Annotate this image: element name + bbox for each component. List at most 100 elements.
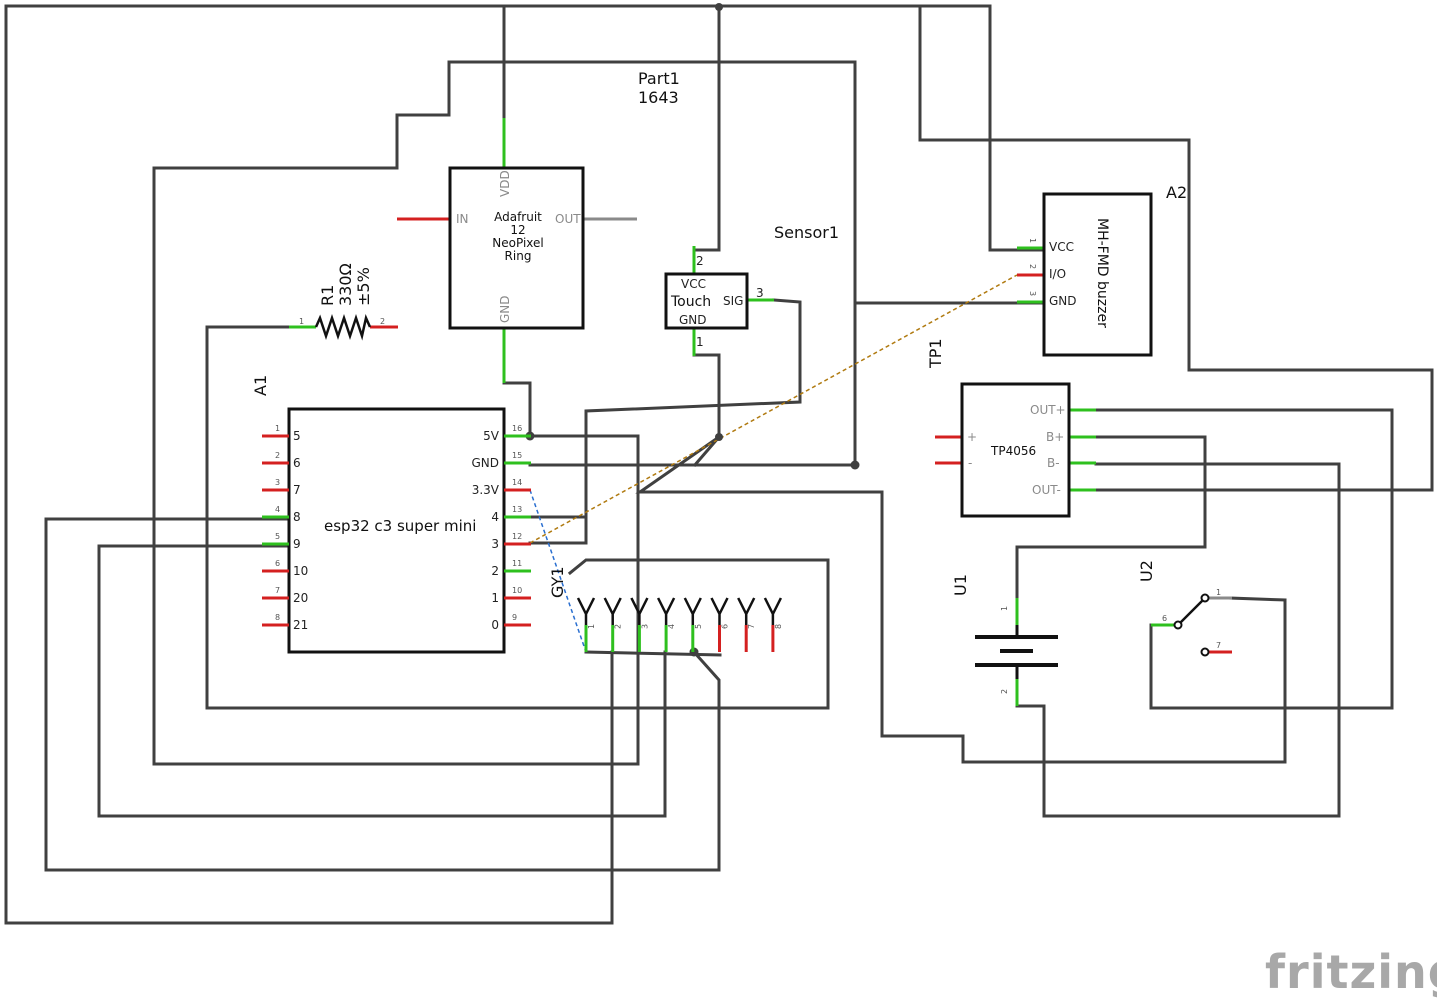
touch-name: Touch xyxy=(670,294,711,310)
fritzing-logo: fritzing xyxy=(1265,945,1437,999)
battery-u1[interactable]: 1 2 U1 xyxy=(951,574,1058,706)
connector-pin-symbol xyxy=(683,597,702,625)
connector-ref: GY1 xyxy=(548,566,567,598)
mcu-left-pin-num: 8 xyxy=(275,613,280,622)
charger-tp4056[interactable]: TP4056 OUT+ B+ B- OUT- + - TP1 xyxy=(926,338,1096,518)
touch-pin1-num: 1 xyxy=(696,335,704,349)
charger-bplus-label: B+ xyxy=(1046,430,1064,444)
mcu-right-pin-label: 5V xyxy=(483,429,500,443)
wire-gpio8[interactable] xyxy=(44,517,721,872)
touch-sensor[interactable]: VCC Touch GND SIG 2 1 3 Sensor1 xyxy=(664,223,839,356)
mcu-left-pin-label: 7 xyxy=(293,483,301,497)
wire-touch-vcc-top[interactable] xyxy=(692,4,721,252)
resistor-r1[interactable]: 1 2 R1 330Ω ±5% xyxy=(289,263,398,341)
mcu-right-pin-label: 2 xyxy=(491,564,499,578)
wire-touch-sig[interactable] xyxy=(528,298,802,545)
wires xyxy=(4,4,1434,925)
wire-touch-sig2[interactable] xyxy=(635,434,1287,764)
mcu-left-pin-num: 7 xyxy=(275,586,280,595)
touch-sig-label: SIG xyxy=(723,294,743,308)
connector-pin-symbol xyxy=(603,597,622,625)
connector-pin-num: 4 xyxy=(667,624,676,629)
mcu-ref: A1 xyxy=(251,375,270,396)
neopixel-ring[interactable]: Part1 1643 Adafruit 12 NeoPixel Ring VDD… xyxy=(397,69,680,383)
charger-bminus-label: B- xyxy=(1047,456,1060,470)
switch-contact-1 xyxy=(1200,593,1210,603)
ratsnest-buzzer-io xyxy=(529,274,1018,544)
wire-r1[interactable] xyxy=(205,325,830,710)
neopixel-value: 1643 xyxy=(638,88,679,107)
charger-body xyxy=(960,382,1071,518)
mcu-right-pin-num: 11 xyxy=(512,559,522,568)
charger-outminus-label: OUT- xyxy=(1032,483,1061,497)
resistor-tolerance: ±5% xyxy=(354,267,373,306)
switch-lever xyxy=(1177,597,1206,626)
connector-pin-num: 5 xyxy=(694,624,703,629)
mcu-name: esp32 c3 super mini xyxy=(324,517,476,535)
buzzer-pin1-num: 1 xyxy=(1028,238,1037,243)
mcu-right-pin-label: 3.3V xyxy=(472,483,500,497)
junction-dots xyxy=(525,3,860,657)
buzzer-pin3-num: 3 xyxy=(1028,291,1037,296)
mcu-left-pin-label: 6 xyxy=(293,456,301,470)
wire-gy1-pin1[interactable] xyxy=(4,650,614,925)
switch-pin6-num: 6 xyxy=(1162,614,1167,623)
wire-top-bus[interactable] xyxy=(4,4,1046,925)
wire-gpio9[interactable] xyxy=(97,544,667,818)
battery-pin1-num: 1 xyxy=(1000,606,1009,611)
switch-ref: U2 xyxy=(1137,560,1156,582)
charger-plus-label: + xyxy=(967,430,977,444)
wire-outplus[interactable] xyxy=(1094,408,1394,710)
mcu-left-pin-label: 5 xyxy=(293,429,301,443)
neopixel-ref: Part1 xyxy=(638,69,680,88)
mcu-right-pin-num: 16 xyxy=(512,424,522,433)
connector-pin-symbol xyxy=(656,597,676,625)
mcu-right-pin-label: 3 xyxy=(491,537,499,551)
connector-pin-symbol xyxy=(710,597,729,625)
mcu-right-pin-num: 10 xyxy=(512,586,522,595)
mcu-left-pin-num: 1 xyxy=(275,424,280,433)
wire-neopixel-in[interactable] xyxy=(152,60,857,766)
switch-u2[interactable]: 6 1 7 U2 xyxy=(1137,560,1232,657)
buzzer-pin2-num: 2 xyxy=(1028,264,1037,269)
buzzer-name: MH-FMD buzzer xyxy=(1094,218,1110,328)
mcu-right-pin-label: 0 xyxy=(491,618,499,632)
wire-bplus[interactable] xyxy=(1015,435,1207,600)
connector-pin-num: 2 xyxy=(614,624,623,629)
buzzer-a2[interactable]: VCC I/O GND 1 2 3 MH-FMD buzzer A2 xyxy=(1017,183,1187,357)
switch-pin7-num: 7 xyxy=(1216,641,1221,650)
connector-pin-symbol xyxy=(763,597,783,625)
neopixel-name-line1: Adafruit xyxy=(494,210,542,224)
mcu-right-pin-num: 9 xyxy=(512,613,517,622)
connector-pin-num: 1 xyxy=(587,624,596,629)
neopixel-vdd-label: VDD xyxy=(498,170,512,197)
neopixel-name-line2: 12 xyxy=(510,223,525,237)
mcu-right-pin-num: 12 xyxy=(512,532,522,541)
mcu-left-pin-label: 20 xyxy=(293,591,308,605)
wire-switch-1[interactable] xyxy=(1228,596,1287,602)
wire-top-to-u2[interactable] xyxy=(918,4,1434,492)
ratsnest-3v3 xyxy=(529,489,587,653)
mcu-left-pin-num: 5 xyxy=(275,532,280,541)
resistor-zigzag xyxy=(314,314,372,341)
resistor-value: 330Ω xyxy=(336,263,355,306)
mcu-a1[interactable]: esp32 c3 super mini A1 15263748596107208… xyxy=(251,375,531,654)
buzzer-vcc-label: VCC xyxy=(1049,240,1074,254)
connector-pin-num: 3 xyxy=(640,624,649,629)
connector-pin-num: 6 xyxy=(721,624,730,629)
neopixel-name-line3: NeoPixel xyxy=(492,236,543,250)
mcu-left-pin-label: 21 xyxy=(293,618,308,632)
charger-outplus-label: OUT+ xyxy=(1030,403,1066,417)
mcu-right-pin-label: 1 xyxy=(491,591,499,605)
junction-dot xyxy=(715,433,723,441)
wire-touch-gnd[interactable] xyxy=(692,353,722,467)
wire-gy1-gnd[interactable] xyxy=(584,650,722,657)
buzzer-gnd-label: GND xyxy=(1049,294,1077,308)
mcu-right-pin-num: 13 xyxy=(512,505,522,514)
wire-bminus[interactable] xyxy=(1015,462,1341,818)
mcu-left-pin-num: 4 xyxy=(275,505,280,514)
connector-pin-symbol xyxy=(576,597,596,625)
neopixel-in-label: IN xyxy=(456,212,469,226)
